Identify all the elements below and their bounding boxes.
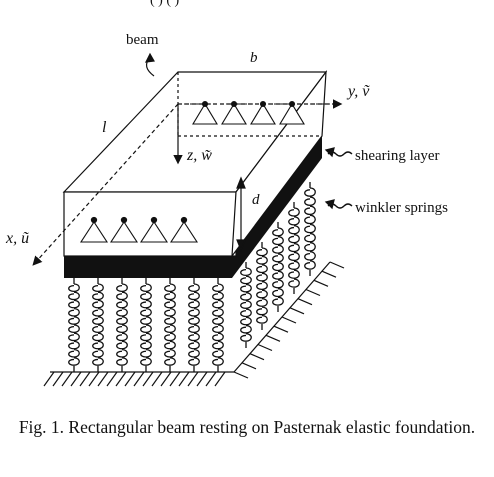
hatch-line	[187, 371, 199, 387]
spring-coil	[240, 267, 252, 342]
hatch-line	[88, 371, 100, 387]
spring-coil	[188, 283, 200, 366]
label-winkler-springs: winkler springs	[355, 200, 448, 216]
spring-coil	[116, 283, 128, 366]
spring-coil	[68, 283, 80, 366]
spring-coil	[256, 247, 268, 324]
hatch-line	[305, 288, 321, 297]
beam-pointer	[144, 52, 155, 77]
label-l: l	[102, 119, 107, 136]
hatch-line	[265, 334, 281, 342]
shearing-layer-side	[232, 136, 322, 278]
hatch-line	[133, 371, 145, 387]
label-y-axis: y, ṽ	[346, 83, 370, 100]
label-z-axis: z, w̃	[186, 147, 212, 164]
hatch-line	[52, 371, 64, 387]
hatch-line	[43, 371, 55, 387]
front-supports	[79, 216, 199, 243]
hatch-line	[106, 371, 118, 387]
hatch-line	[313, 279, 329, 287]
hatch-line	[79, 371, 91, 387]
hatch-line	[281, 316, 297, 324]
spring-coil	[272, 227, 284, 306]
spring-coil	[164, 283, 176, 366]
spring-coil	[288, 207, 300, 288]
label-beam: beam	[126, 32, 159, 48]
hatch-line	[151, 371, 163, 387]
hatch-line	[61, 371, 73, 387]
label-shearing-layer: shearing layer	[355, 148, 440, 164]
hatch-line	[289, 307, 305, 315]
top-cropped-text: ( ) ( )	[150, 0, 179, 8]
dimension-d	[236, 176, 246, 252]
hatch-line	[178, 371, 190, 387]
winkler-springs	[68, 182, 316, 372]
label-pointers	[324, 147, 353, 210]
beam-box	[62, 70, 328, 258]
hatch-line	[169, 371, 181, 387]
figure-caption: Fig. 1. Rectangular beam resting on Past…	[18, 417, 476, 437]
axes	[32, 99, 343, 266]
hatch-line	[249, 353, 265, 361]
hatch-line	[241, 362, 257, 370]
hatch-line	[321, 270, 337, 278]
hatch-line	[329, 261, 345, 269]
hatch-line	[142, 371, 154, 387]
spring-coil	[140, 283, 152, 366]
hatch-line	[205, 371, 217, 387]
hatch-line	[196, 371, 208, 387]
hatch-line	[70, 371, 82, 387]
hatch-line	[233, 371, 249, 379]
hatch-line	[257, 343, 273, 352]
shearing-layer-front	[64, 256, 232, 278]
hatch-line	[160, 371, 172, 387]
ground-hatching	[43, 261, 345, 387]
hatch-line	[115, 371, 127, 387]
hatch-line	[97, 371, 109, 387]
spring-coil	[92, 283, 104, 366]
hatch-line	[214, 371, 226, 387]
label-d: d	[252, 192, 260, 208]
label-x-axis: x, ũ	[5, 230, 29, 247]
hatch-line	[124, 371, 136, 387]
spring-coil	[304, 187, 316, 270]
hatch-line	[273, 325, 289, 333]
spring-coil	[212, 283, 224, 366]
label-b: b	[250, 50, 258, 66]
hatch-line	[297, 298, 313, 306]
